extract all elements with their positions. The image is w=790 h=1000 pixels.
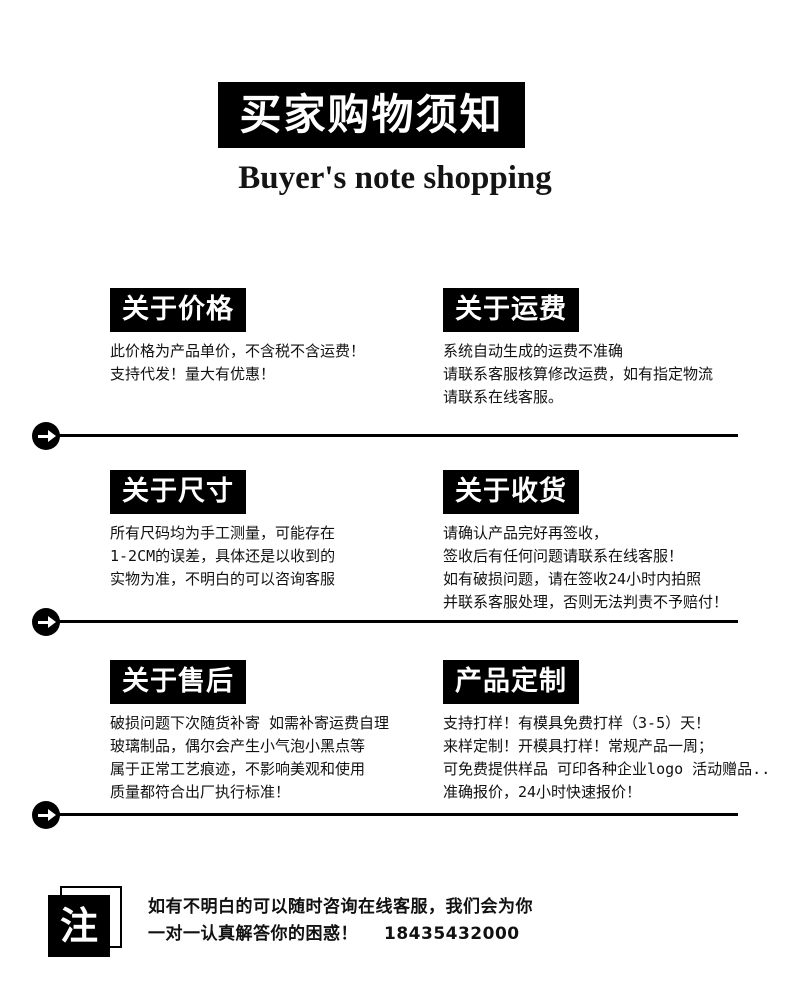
divider-arrow-1	[32, 422, 738, 450]
section-after-sales: 关于售后 破损问题下次随货补寄 如需补寄运费自理 玻璃制品，偶尔会产生小气泡小黑…	[110, 660, 389, 804]
divider-arrow-2	[32, 608, 738, 636]
page-subtitle: Buyer's note shopping	[238, 160, 552, 196]
section-line: 玻璃制品，偶尔会产生小气泡小黑点等	[110, 737, 366, 755]
page-title: 买家购物须知	[218, 82, 525, 148]
section-line: 支持代发！量大有优惠！	[110, 365, 276, 383]
note-badge: 注	[48, 886, 126, 962]
section-line: 准确报价，24小时快速报价！	[443, 783, 642, 801]
section-body-about-price: 此价格为产品单价，不含税不含运费！ 支持代发！量大有优惠！	[110, 340, 365, 386]
section-body-product-customization: 支持打样！有模具免费打样（3-5）天！ 来样定制！开模具打样！常规产品一周； 可…	[443, 712, 770, 804]
arrow-shaft	[38, 435, 52, 438]
section-body-about-size: 所有尺码均为手工测量，可能存在 1-2CM的误差，具体还是以收到的 实物为准，不…	[110, 522, 335, 591]
section-line: 并联系客服处理，否则无法判责不予赔付！	[443, 593, 729, 611]
section-line: 所有尺码均为手工测量，可能存在	[110, 524, 336, 542]
section-line: 可免费提供样品 可印各种企业logo 活动赠品..	[443, 760, 771, 778]
section-body-about-shipping-fee: 系统自动生成的运费不准确 请联系客服核算修改运费，如有指定物流 请联系在线客服。	[443, 340, 713, 409]
section-body-after-sales: 破损问题下次随货补寄 如需补寄运费自理 玻璃制品，偶尔会产生小气泡小黑点等 属于…	[110, 712, 389, 804]
divider-arrow-3	[32, 801, 738, 829]
section-label-about-size: 关于尺寸	[110, 470, 246, 514]
footer-contact-text: 如有不明白的可以随时咨询在线客服，我们会为你 一对一认真解答你的困惑！ 18435…	[148, 894, 533, 948]
section-line: 1-2CM的误差，具体还是以收到的	[110, 547, 336, 565]
footer-line-2: 一对一认真解答你的困惑！	[148, 924, 358, 944]
section-line: 系统自动生成的运费不准确	[443, 342, 624, 360]
section-line: 签收后有任何问题请联系在线客服！	[443, 547, 684, 565]
section-label-about-price: 关于价格	[110, 288, 246, 332]
section-label-after-sales: 关于售后	[110, 660, 246, 704]
section-label-about-shipping-fee: 关于运费	[443, 288, 579, 332]
page-footer: 注 如有不明白的可以随时咨询在线客服，我们会为你 一对一认真解答你的困惑！ 184…	[0, 878, 790, 978]
section-label-product-customization: 产品定制	[443, 660, 579, 704]
section-line: 属于正常工艺痕迹，不影响美观和使用	[110, 760, 366, 778]
section-about-receiving: 关于收货 请确认产品完好再签收， 签收后有任何问题请联系在线客服！ 如有破损问题…	[443, 470, 728, 614]
divider-rule	[56, 813, 738, 816]
arrow-shaft	[38, 621, 52, 624]
arrow-circle-icon	[32, 422, 60, 450]
arrow-shaft	[38, 814, 52, 817]
arrow-head	[48, 430, 56, 442]
arrow-head	[48, 809, 56, 821]
section-product-customization: 产品定制 支持打样！有模具免费打样（3-5）天！ 来样定制！开模具打样！常规产品…	[443, 660, 770, 804]
section-about-shipping-fee: 关于运费 系统自动生成的运费不准确 请联系客服核算修改运费，如有指定物流 请联系…	[443, 288, 713, 409]
divider-rule	[56, 620, 738, 623]
section-about-size: 关于尺寸 所有尺码均为手工测量，可能存在 1-2CM的误差，具体还是以收到的 实…	[110, 470, 335, 591]
section-label-about-receiving: 关于收货	[443, 470, 579, 514]
section-line: 请联系客服核算修改运费，如有指定物流	[443, 365, 714, 383]
section-line: 请确认产品完好再签收，	[443, 524, 609, 542]
note-badge-label: 注	[48, 895, 110, 957]
footer-line-2-wrapper: 一对一认真解答你的困惑！ 18435432000	[148, 921, 533, 948]
section-body-about-receiving: 请确认产品完好再签收， 签收后有任何问题请联系在线客服！ 如有破损问题，请在签收…	[443, 522, 728, 614]
section-line: 实物为准，不明白的可以咨询客服	[110, 570, 336, 588]
section-line: 如有破损问题，请在签收24小时内拍照	[443, 570, 702, 588]
contact-phone-number: 18435432000	[384, 924, 520, 944]
divider-rule	[56, 434, 738, 437]
section-line: 破损问题下次随货补寄 如需补寄运费自理	[110, 714, 390, 732]
section-line: 质量都符合出厂执行标准！	[110, 783, 291, 801]
section-line: 此价格为产品单价，不含税不含运费！	[110, 342, 366, 360]
arrow-circle-icon	[32, 608, 60, 636]
section-about-price: 关于价格 此价格为产品单价，不含税不含运费！ 支持代发！量大有优惠！	[110, 288, 365, 386]
footer-line-1: 如有不明白的可以随时咨询在线客服，我们会为你	[148, 897, 533, 917]
arrow-circle-icon	[32, 801, 60, 829]
section-line: 支持打样！有模具免费打样（3-5）天！	[443, 714, 711, 732]
arrow-head	[48, 616, 56, 628]
section-line: 请联系在线客服。	[443, 388, 564, 406]
section-line: 来样定制！开模具打样！常规产品一周；	[443, 737, 714, 755]
